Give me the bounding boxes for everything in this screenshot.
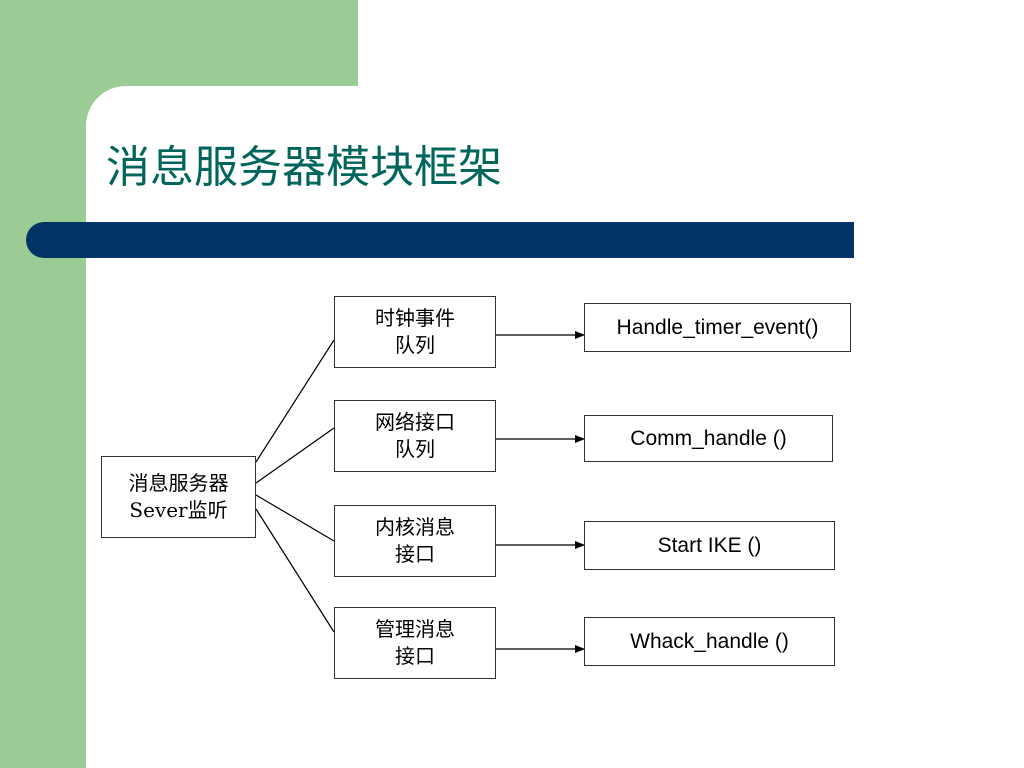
- queue-node-timer: 时钟事件 队列: [334, 296, 496, 368]
- branch-line-network: [255, 427, 335, 484]
- handler-node-timer-event: Handle_timer_event(): [584, 303, 851, 352]
- queue-node-line2: 队列: [395, 437, 435, 461]
- handler-node-label: Handle_timer_event(): [616, 315, 819, 339]
- queue-node-line2: 接口: [395, 542, 435, 566]
- handler-node-start-ike: Start IKE (): [584, 521, 835, 570]
- queue-node-line1: 时钟事件: [375, 306, 455, 330]
- queue-node-line1: 内核消息: [375, 515, 455, 539]
- branch-line-admin: [255, 508, 335, 633]
- handler-node-label: Whack_handle (): [630, 629, 789, 653]
- queue-node-line1: 管理消息: [375, 617, 455, 641]
- queue-node-admin: 管理消息 接口: [334, 607, 496, 679]
- root-node-line2: Sever监听: [129, 498, 228, 522]
- title-underline-bar: [26, 222, 854, 258]
- handler-node-whack: Whack_handle (): [584, 617, 835, 666]
- branch-line-timer: [255, 339, 335, 463]
- handler-node-comm: Comm_handle (): [584, 415, 833, 462]
- queue-node-kernel: 内核消息 接口: [334, 505, 496, 577]
- queue-node-line1: 网络接口: [375, 410, 455, 434]
- root-node-message-server: 消息服务器 Sever监听: [101, 456, 256, 538]
- queue-node-line2: 接口: [395, 644, 435, 668]
- branch-line-kernel: [255, 494, 335, 542]
- queue-node-network: 网络接口 队列: [334, 400, 496, 472]
- handler-node-label: Comm_handle (): [630, 426, 787, 450]
- content-card: [86, 86, 1024, 768]
- queue-node-line2: 队列: [395, 333, 435, 357]
- root-node-line1: 消息服务器: [128, 471, 229, 495]
- slide-title: 消息服务器模块框架: [106, 142, 502, 193]
- handler-node-label: Start IKE (): [657, 533, 762, 557]
